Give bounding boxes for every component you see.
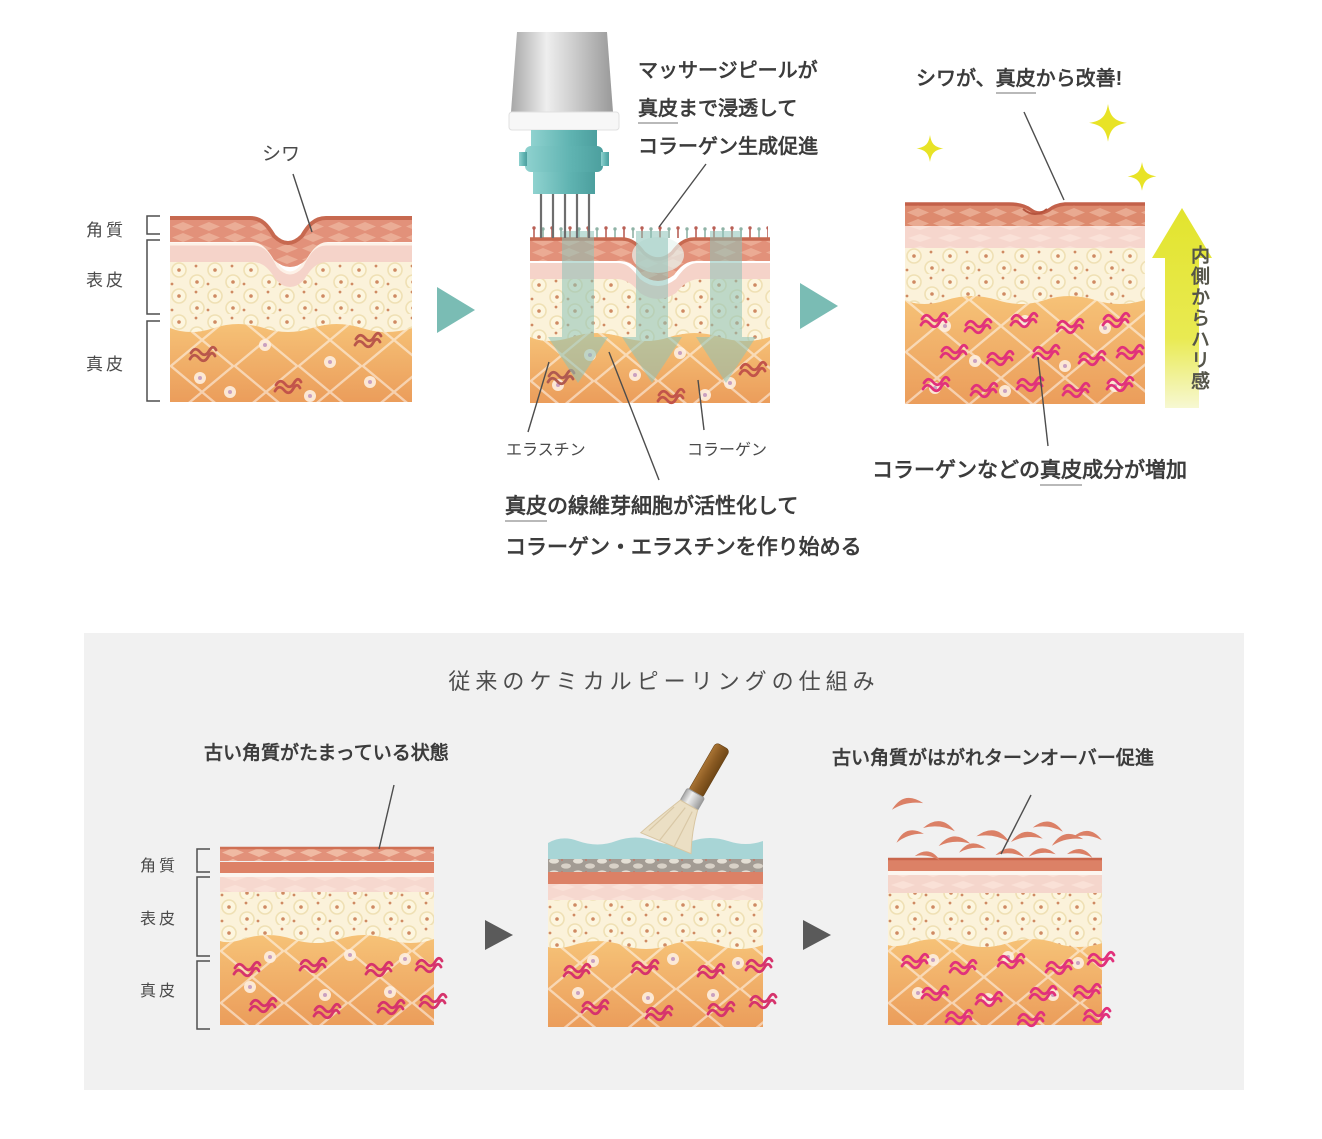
penetration-arrow — [622, 231, 682, 383]
collagen-label: コラーゲン — [687, 442, 768, 459]
traditional-method-title: 従来のケミカルピーリングの仕組み — [448, 669, 880, 694]
dermis-emphasis: 真皮 — [1040, 459, 1082, 486]
layer-label-corneum-bottom: 角質 — [140, 858, 179, 875]
firmness-arrow-text: 内側からハリ感 — [1188, 245, 1209, 392]
flow-arrow-gray-1-icon — [485, 920, 513, 950]
flow-arrow-teal-1-icon — [437, 287, 475, 333]
traditional-method-panel — [84, 633, 1244, 1090]
caption-line-1: マッサージピールが — [638, 60, 818, 82]
caption-line-1: 真皮の線維芽細胞が活性化して — [505, 486, 862, 527]
turnover-caption: 古い角質がはがれターンオーバー促進 — [832, 748, 1154, 769]
layer-label-dermis-top: 真皮 — [86, 355, 126, 374]
layer-label-dermis-bottom: 真皮 — [140, 983, 179, 1000]
layer-label-epidermis-bottom: 表皮 — [140, 911, 179, 928]
penetration-arrow — [696, 231, 756, 383]
dermis-emphasis: 真皮 — [505, 495, 547, 522]
flow-arrow-gray-2-icon — [803, 920, 831, 950]
sparkle-icons — [916, 104, 1157, 191]
caption-line-3: コラーゲン生成促進 — [638, 136, 818, 158]
dermis-emphasis: 真皮 — [995, 68, 1036, 94]
penetration-arrow — [548, 231, 608, 383]
layer-label-epidermis-top: 表皮 — [86, 271, 126, 290]
caption-line-2: 真皮まで浸透して — [638, 90, 818, 128]
treatment-device-icon — [508, 32, 620, 238]
skin-before-diagram — [170, 216, 412, 402]
device-needles — [539, 194, 591, 238]
flow-arrow-teal-2-icon — [800, 283, 838, 329]
wrinkle-improved-caption: シワが、真皮から改善! — [916, 60, 1122, 98]
caption-line-2: コラーゲン・エラスチンを作り始める — [505, 536, 862, 559]
old-keratin-caption: 古い角質がたまっている状態 — [204, 743, 449, 764]
layer-brackets-top — [146, 215, 160, 402]
elastin-label: エラスチン — [506, 442, 586, 459]
skin-after-diagram — [905, 202, 1145, 404]
layer-label-corneum-top: 角質 — [86, 221, 126, 240]
skin-during-diagram — [530, 225, 770, 405]
collagen-fibers — [919, 311, 1145, 399]
fibroblast-caption: 真皮の線維芽細胞が活性化して コラーゲン・エラスチンを作り始める — [505, 486, 862, 568]
wrinkle-label: シワ — [262, 144, 301, 165]
dermis-emphasis: 真皮 — [638, 98, 678, 124]
collagen-increase-caption: コラーゲンなどの真皮成分が増加 — [872, 450, 1187, 491]
massage-peel-caption: マッサージピールが 真皮まで浸透して コラーゲン生成促進 — [638, 52, 818, 166]
